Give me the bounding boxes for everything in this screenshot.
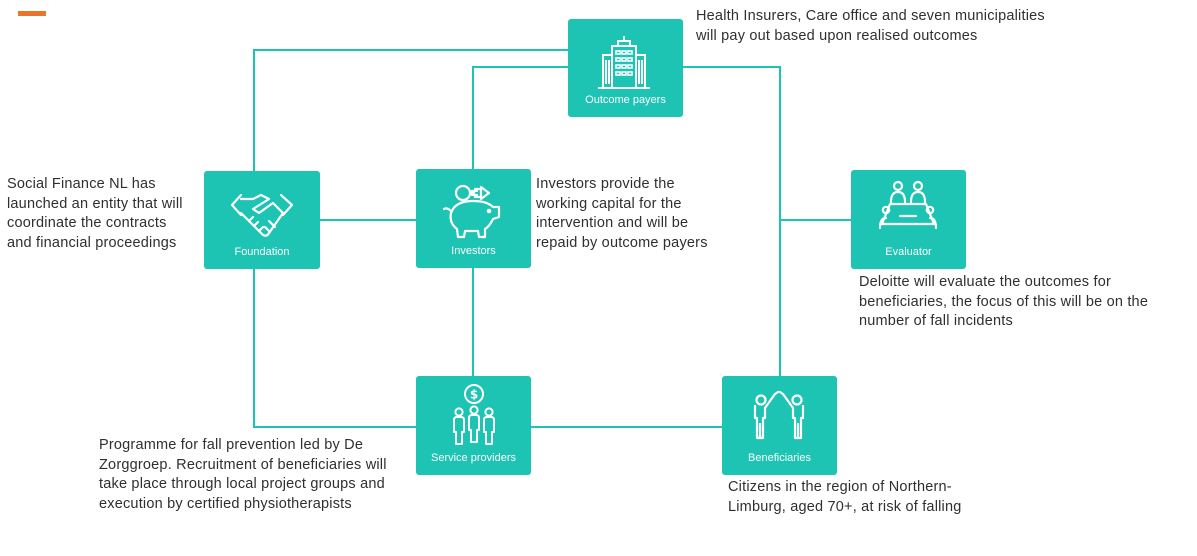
piggy-bank-icon bbox=[416, 183, 531, 243]
outcome-payers-label: Outcome payers bbox=[585, 94, 666, 106]
beneficiaries-label: Beneficiaries bbox=[748, 452, 811, 464]
foundation-label: Foundation bbox=[234, 246, 290, 258]
svg-text:$: $ bbox=[469, 388, 477, 402]
people-dollar-icon: $ bbox=[416, 384, 531, 450]
service-providers-description: Programme for fall prevention led by De … bbox=[99, 437, 387, 512]
beneficiaries-description: Citizens in the region of Northern- Limb… bbox=[728, 479, 962, 515]
high-five-icon bbox=[722, 386, 837, 448]
connector-investors-outcome-payers bbox=[472, 66, 570, 172]
connector-outcome-payers-beneficiaries bbox=[682, 66, 781, 377]
investors-label: Investors bbox=[451, 245, 496, 257]
meeting-table-icon bbox=[851, 180, 966, 236]
accent-bar bbox=[18, 11, 46, 16]
connector-foundation-outcome-payers bbox=[253, 49, 570, 172]
connector-foundation-service-providers bbox=[253, 268, 417, 428]
evaluator-description: Deloitte will evaluate the outcomes for … bbox=[859, 274, 1149, 330]
investors-description: Investors provide the working capital fo… bbox=[536, 176, 708, 251]
service-providers-label: Service providers bbox=[431, 452, 516, 464]
outcome-payers-node[interactable]: Outcome payers bbox=[568, 19, 683, 117]
investors-node[interactable]: Investors bbox=[416, 169, 531, 268]
service-providers-node[interactable]: $ Service providers bbox=[416, 376, 531, 475]
foundation-description: Social Finance NL has launched an entity… bbox=[7, 176, 183, 251]
beneficiaries-node[interactable]: Beneficiaries bbox=[722, 376, 837, 475]
evaluator-node[interactable]: Evaluator bbox=[851, 170, 966, 269]
evaluator-label: Evaluator bbox=[885, 246, 932, 258]
office-building-icon bbox=[568, 35, 683, 91]
foundation-node[interactable]: Foundation bbox=[204, 171, 320, 269]
outcome-payers-description: Health Insurers, Care office and seven m… bbox=[696, 8, 1045, 44]
handshake-icon bbox=[204, 191, 320, 239]
